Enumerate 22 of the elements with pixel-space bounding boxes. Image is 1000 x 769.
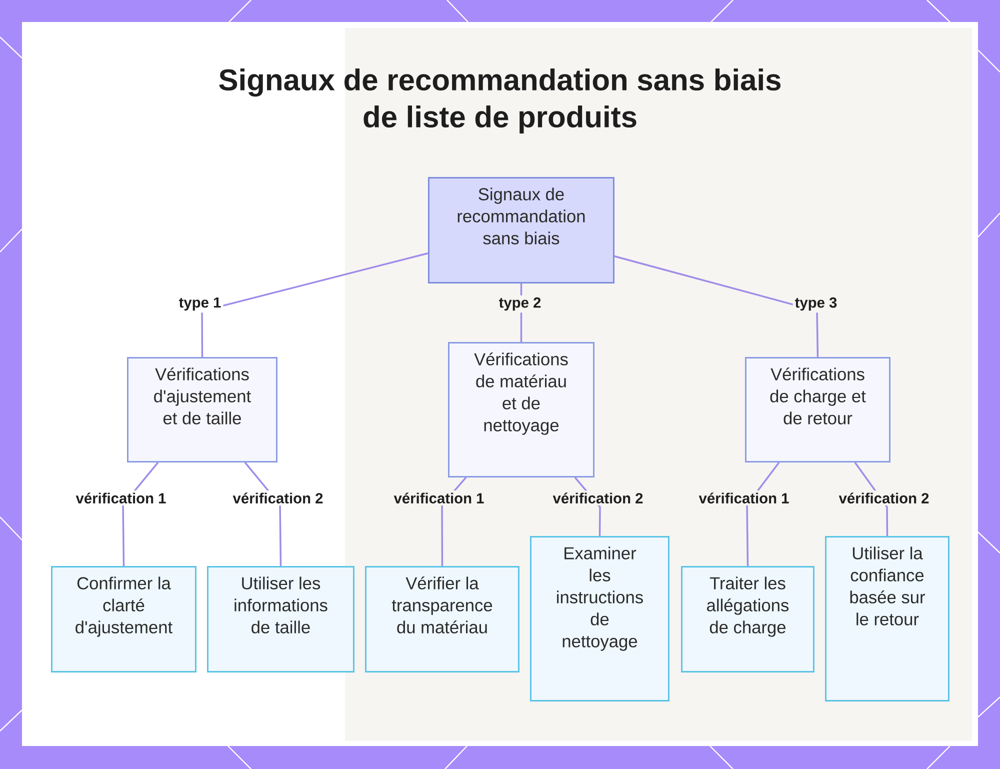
leaf-box: Confirmer la clarté d'ajustement: [51, 566, 196, 672]
connector-line: [201, 252, 428, 358]
connector-line: [614, 255, 819, 358]
leaf-box: Examiner les instructions de nettoyage: [530, 536, 670, 702]
branch-box: Vérifications de matériau et de nettoyage: [448, 342, 594, 478]
edge-label: vérification 2: [230, 490, 326, 506]
edge-label: vérification 2: [836, 490, 932, 506]
branch-box: Vérifications de charge et de retour: [745, 357, 890, 462]
root-box: Signaux de recommandation sans biais: [428, 177, 614, 284]
edge-label: vérification 1: [392, 490, 486, 506]
edge-label: type 2: [496, 295, 544, 313]
branch-box: Vérifications d'ajustement et de taille: [127, 357, 278, 462]
edge-label: vérification 1: [74, 490, 168, 506]
leaf-box: Traiter les allégations de charge: [681, 566, 814, 672]
leaf-box: Utiliser la confiance basée sur le retour: [825, 536, 950, 702]
leaf-box: Utiliser les informations de taille: [207, 566, 354, 672]
title: Signaux de recommandation sans biais de liste de produits: [219, 68, 781, 134]
edge-label: type 3: [792, 295, 840, 313]
edge-label: type 1: [176, 295, 224, 313]
leaf-box: Vérifier la transparence du matériau: [365, 566, 520, 672]
edge-label: vérification 1: [696, 490, 792, 506]
edge-label: vérification 2: [550, 490, 646, 506]
